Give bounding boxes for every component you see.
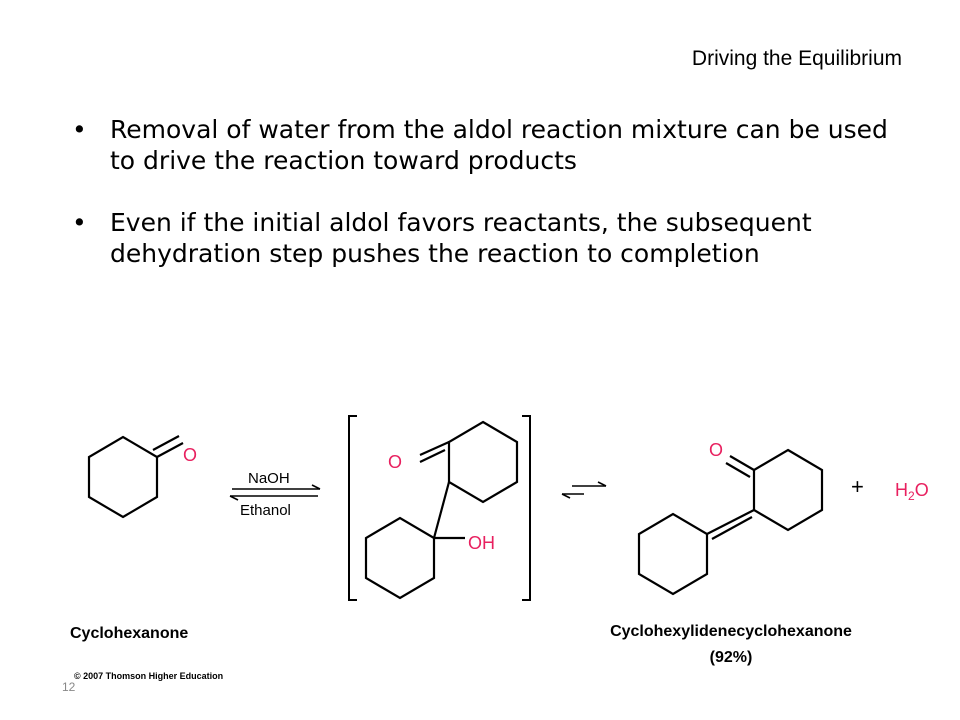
water-label: H2O (895, 480, 929, 503)
water-o: O (915, 480, 929, 500)
carbonyl-oxygen-label: O (183, 445, 197, 465)
product-oxygen-label: O (709, 440, 723, 460)
water-subscript: 2 (908, 489, 915, 503)
bullet-item: • Removal of water from the aldol reacti… (72, 114, 912, 176)
water-h: H (895, 480, 908, 500)
product-structure (637, 448, 824, 596)
page-number: 12 (62, 680, 76, 694)
slide-title: Driving the Equilibrium (691, 47, 902, 70)
bullet-text: Even if the initial aldol favors reactan… (110, 208, 812, 268)
dehydration-arrow-icon (561, 481, 607, 499)
plus-sign: + (851, 474, 864, 499)
copyright-label: © 2007 Thomson Higher Education (74, 671, 223, 681)
yield-label: (92%) (710, 649, 753, 666)
product-name-label: Cyclohexylidenecyclohexanone (610, 623, 852, 640)
bullet-item: • Even if the initial aldol favors react… (72, 207, 912, 269)
bullet-text: Removal of water from the aldol reaction… (110, 115, 888, 175)
equilibrium-arrow-icon (229, 484, 321, 501)
intermediate-oxygen-label: O (388, 452, 402, 472)
intermediate-bracket-icon (348, 415, 531, 601)
cyclohexanone-label: Cyclohexanone (70, 625, 188, 642)
bullet-icon: • (72, 208, 87, 237)
reagent-ethanol-label: Ethanol (240, 502, 291, 519)
bullet-list: • Removal of water from the aldol reacti… (72, 114, 912, 300)
bullet-icon: • (72, 115, 87, 144)
aldol-intermediate-structure (364, 420, 519, 600)
reaction-scheme: O NaOH Ethanol O OH (70, 415, 929, 681)
cyclohexanone-structure (87, 435, 184, 519)
hydroxyl-label: OH (468, 533, 495, 553)
reagent-naoh-label: NaOH (248, 470, 290, 487)
